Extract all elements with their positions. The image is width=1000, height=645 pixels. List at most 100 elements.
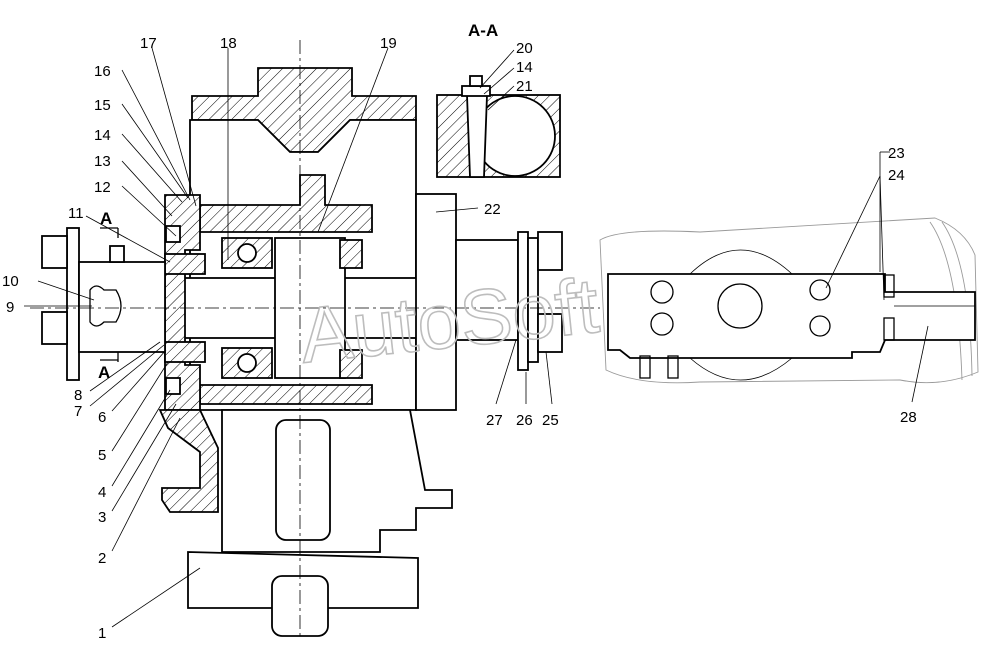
leader	[111, 403, 177, 512]
callout-26: 26	[516, 412, 533, 429]
frame-rib	[929, 221, 963, 381]
callout-9: 9	[6, 299, 14, 316]
lower-bracket	[158, 409, 219, 513]
callout-14: 14	[94, 127, 111, 144]
hub-wall-bottom	[199, 384, 373, 405]
callout-13: 13	[94, 153, 111, 170]
callout-2: 2	[98, 550, 106, 567]
shaft-extension	[455, 239, 519, 341]
callout-20: 20	[516, 40, 533, 57]
callout-17: 17	[140, 35, 157, 52]
callout-6: 6	[98, 409, 106, 426]
section-mark-label: A	[100, 209, 112, 228]
leader	[151, 47, 197, 207]
lock-bolt	[109, 245, 125, 263]
side-view	[599, 217, 979, 384]
leader	[111, 389, 171, 487]
bolt-tail	[667, 355, 679, 379]
cover-bolt	[165, 377, 181, 395]
section-nut	[461, 85, 491, 97]
leader	[121, 185, 177, 237]
leader	[435, 207, 479, 213]
callout-22: 22	[484, 201, 501, 218]
bolt-head	[41, 311, 68, 345]
leader	[479, 49, 515, 89]
leader	[121, 103, 189, 199]
bearing-cap-lower	[339, 349, 363, 379]
nut-lower	[537, 313, 563, 353]
callout-12: 12	[94, 179, 111, 196]
bolt-head	[809, 315, 831, 337]
leader	[89, 341, 161, 392]
leader	[121, 133, 183, 203]
leader	[37, 280, 95, 301]
bracket-boss-lower	[689, 357, 793, 381]
bracket-boss	[689, 249, 793, 275]
seal-upper	[164, 253, 206, 275]
callout-3: 3	[98, 509, 106, 526]
leader	[825, 175, 881, 289]
callout-16: 16	[94, 63, 111, 80]
leader	[545, 351, 553, 405]
section-a-a	[436, 75, 561, 178]
callout-23: 23	[888, 145, 905, 162]
nut-upper	[537, 231, 563, 271]
clamp-bolt	[883, 274, 895, 298]
callout-18: 18	[220, 35, 237, 52]
callout-28: 28	[900, 409, 917, 426]
callout-10: 10	[2, 273, 19, 290]
bolt-head	[650, 312, 674, 336]
clamp-bolt	[883, 317, 895, 341]
callout-4: 4	[98, 484, 106, 501]
bolt-head	[41, 235, 68, 269]
bolt-head	[650, 280, 674, 304]
leader	[487, 85, 515, 111]
leader	[121, 160, 173, 217]
callout-1: 1	[98, 625, 106, 642]
leader	[879, 175, 885, 301]
callout-7: 7	[74, 403, 82, 420]
leader	[495, 339, 517, 405]
bearing-cap-upper	[339, 239, 363, 269]
callout-24: 24	[888, 167, 905, 184]
lower-body	[221, 409, 453, 553]
main-section	[30, 40, 600, 640]
bolt-tail	[639, 355, 651, 379]
lock-washer	[527, 237, 539, 363]
leader	[111, 361, 169, 452]
bracket-bore	[717, 283, 763, 329]
callout-labels: 1 2 3 4 5 6 7 8 9 10 11 12 13 14 15 16 1…	[2, 35, 917, 642]
frame-outline	[599, 217, 979, 384]
section-marks: A A A-A	[98, 21, 498, 382]
housing-flange	[415, 193, 457, 411]
retaining-pin	[89, 285, 122, 327]
roller	[237, 243, 257, 263]
section-mark-label: A	[98, 363, 110, 382]
callout-8: 8	[74, 387, 82, 404]
callout-21: 21	[516, 78, 533, 95]
end-plate	[66, 227, 80, 381]
leader	[911, 325, 929, 403]
end-flange	[78, 261, 166, 353]
lower-window	[275, 419, 331, 541]
callout-5: 5	[98, 447, 106, 464]
section-title: A-A	[468, 21, 498, 40]
section-wedge	[466, 94, 488, 178]
callout-14-section: 14	[516, 59, 533, 76]
leader	[317, 47, 389, 233]
callout-15: 15	[94, 97, 111, 114]
bracket-plate	[607, 273, 976, 359]
leader-lines	[24, 47, 929, 628]
leader	[111, 567, 201, 628]
roller	[237, 353, 257, 373]
callout-19: 19	[380, 35, 397, 52]
leader	[111, 349, 167, 412]
callout-25: 25	[542, 412, 559, 429]
callout-11: 11	[68, 205, 84, 222]
callout-27: 27	[486, 412, 503, 429]
leader	[89, 344, 165, 407]
bolt-head	[809, 279, 831, 301]
leader	[483, 67, 515, 95]
